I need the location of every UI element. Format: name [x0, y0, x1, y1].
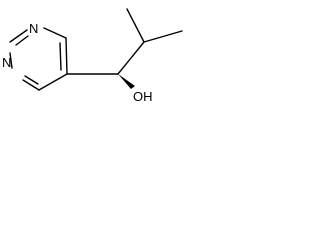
bond-chiral-carbon-ch — [117, 41, 145, 75]
ring-bond-n1-c6 — [43, 27, 67, 39]
ring-bond-c6-c5 — [65, 37, 68, 75]
ring-inner-bond-c6-c5 — [59, 42, 62, 71]
ring-inner-bond-c2-n1 — [15, 35, 29, 46]
ring-bond-n3-c2 — [9, 52, 13, 69]
ring-bond-c4-n3 — [22, 79, 40, 91]
chemical-structure: N N OH — [2, 8, 183, 104]
ring-inner-bond-c4-n3 — [24, 75, 39, 85]
atom-label-n3: N — [2, 55, 11, 70]
ring-bond-c5-c4 — [38, 73, 68, 91]
atom-label-n1: N — [29, 21, 38, 36]
atom-label-oh: OH — [133, 89, 153, 104]
wedge-bond-oh — [118, 74, 135, 89]
bond-ch-methyl-right — [143, 30, 183, 43]
ring-bond-c2-n1 — [9, 29, 28, 43]
bond-ch-methyl-left — [126, 8, 145, 43]
